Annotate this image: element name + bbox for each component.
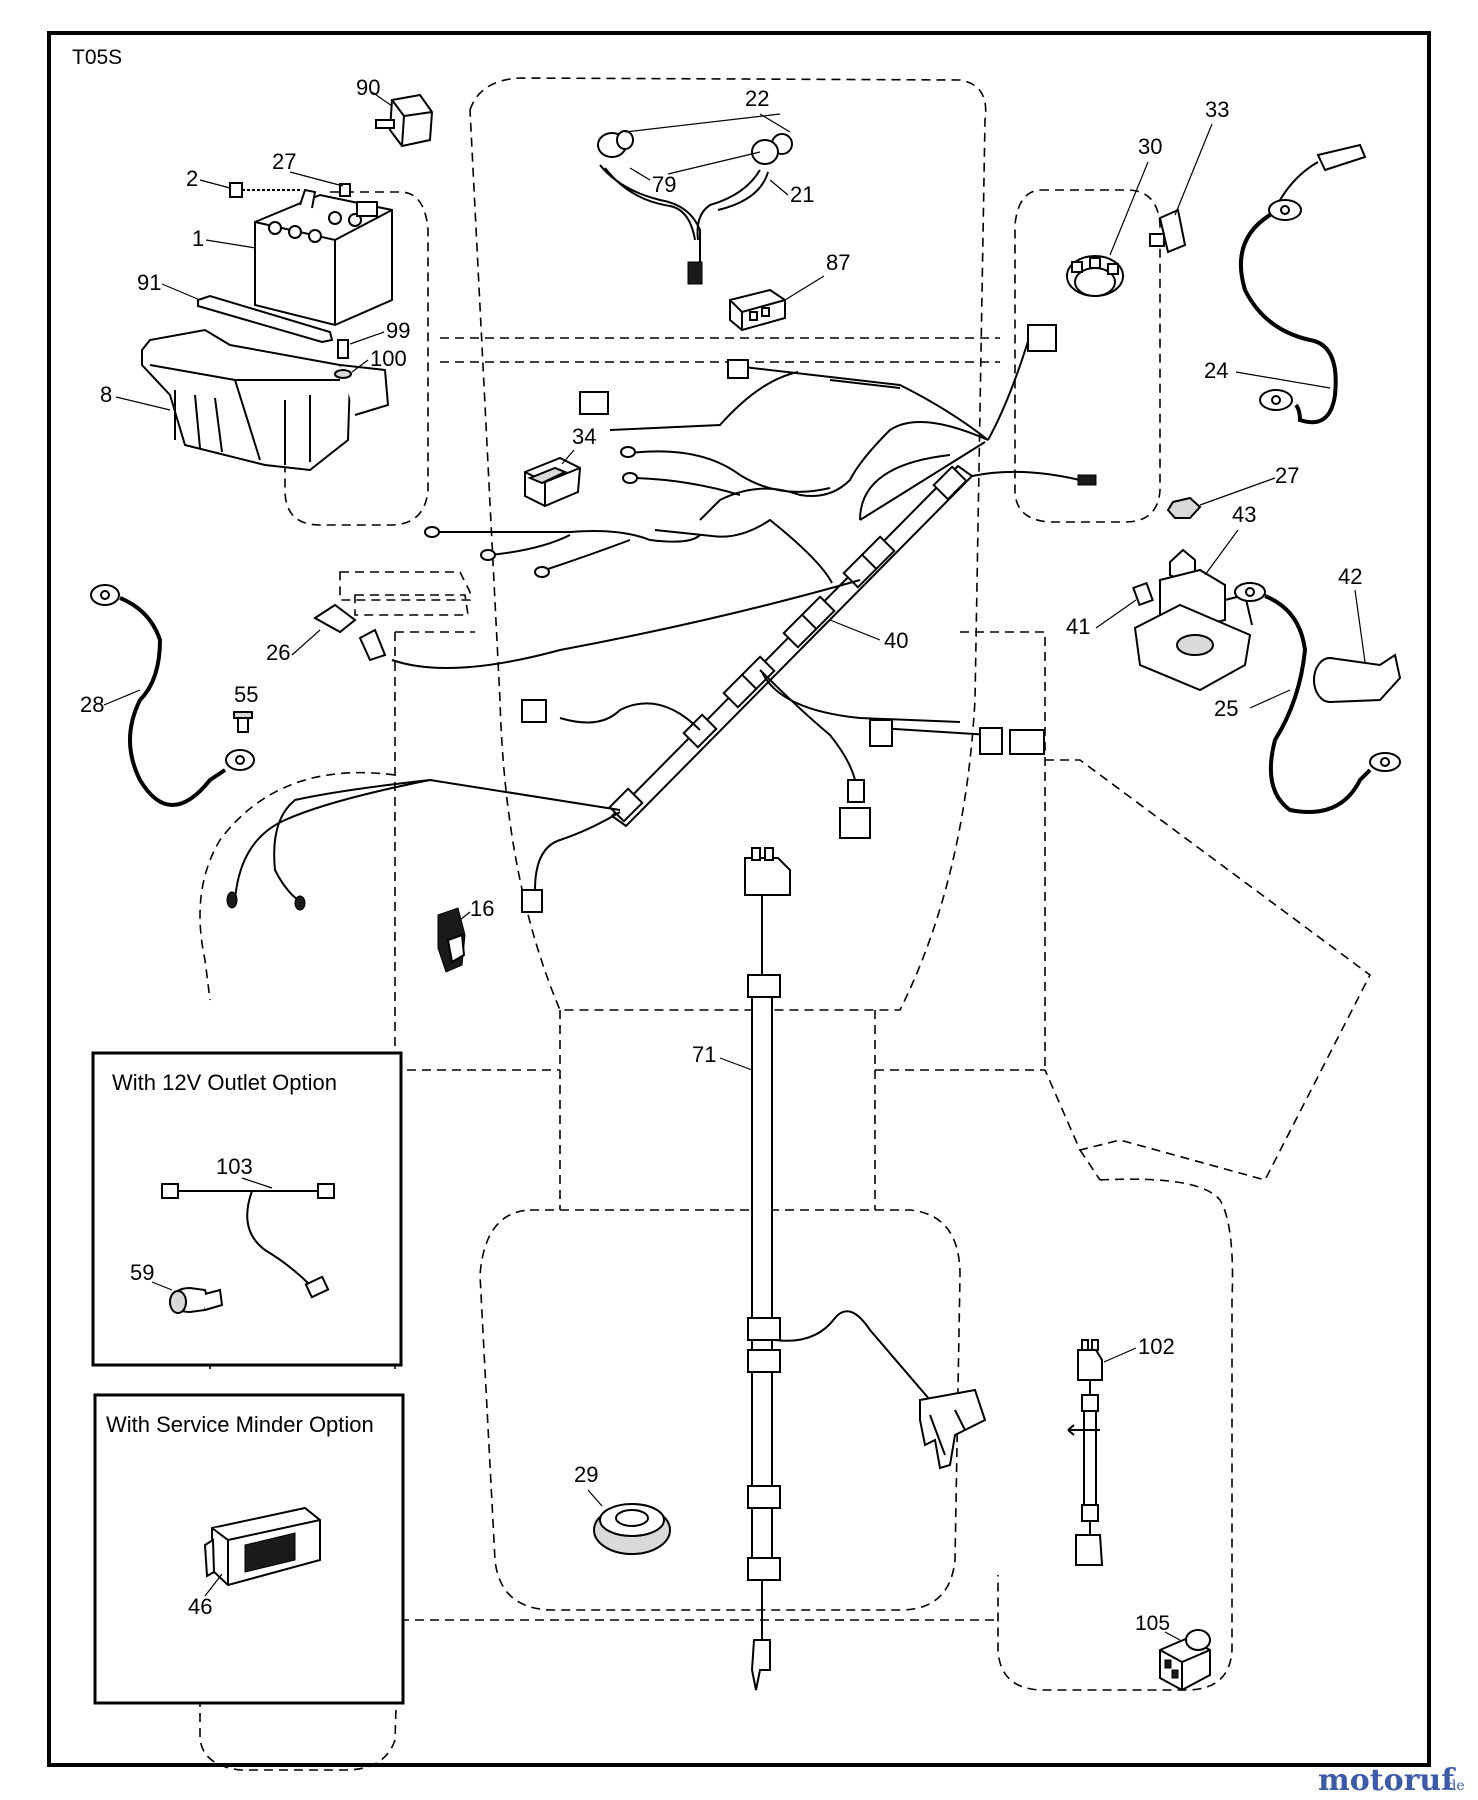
part-102-harness [1067, 1339, 1104, 1566]
part-label-8: 8 [100, 382, 112, 407]
part-label-91: 91 [137, 270, 161, 295]
inset-12v-outlet: With 12V Outlet Option [91, 1051, 403, 1367]
part-label-90: 90 [356, 75, 380, 100]
part-label-29: 29 [574, 1462, 598, 1487]
part-label-100: 100 [370, 346, 407, 371]
part-21-headlight-harness [597, 113, 793, 285]
part-label-28: 28 [80, 692, 104, 717]
part-label-102: 102 [1138, 1334, 1175, 1359]
part-label-30: 30 [1138, 134, 1162, 159]
part-label-24: 24 [1204, 358, 1228, 383]
part-label-42: 42 [1338, 564, 1362, 589]
part-label-2: 2 [186, 166, 198, 191]
part-41-bolt [1132, 581, 1154, 607]
part-label-16: 16 [470, 896, 494, 921]
part-8-battery-tray [141, 328, 390, 472]
inset-title-service-minder: With Service Minder Option [106, 1412, 374, 1437]
part-label-25: 25 [1214, 696, 1238, 721]
part-2-bolt [229, 182, 300, 198]
watermark-brand: motoruf [1318, 1763, 1456, 1798]
part-label-46: 46 [188, 1594, 212, 1619]
part-label-27b: 27 [1275, 463, 1299, 488]
part-87-relay [729, 288, 786, 332]
part-label-79: 79 [652, 172, 676, 197]
part-label-59: 59 [130, 1260, 154, 1285]
part-40-main-harness [226, 324, 1097, 913]
part-42-terminal-boot [1313, 653, 1402, 703]
part-30-ignition-switch [1066, 255, 1124, 297]
part-label-26: 26 [266, 640, 290, 665]
part-24-battery-cable [1238, 143, 1367, 425]
part-34-switch [524, 456, 582, 508]
part-27-nut-top [339, 183, 351, 197]
part-105-switch [1159, 1629, 1211, 1692]
part-16-switch [437, 907, 466, 973]
part-71-rear-harness [744, 847, 987, 1691]
part-label-87: 87 [826, 250, 850, 275]
part-label-1: 1 [192, 226, 204, 251]
part-label-71: 71 [692, 1042, 716, 1067]
inset-service-minder: With Service Minder Option [93, 1393, 405, 1705]
part-label-27a: 27 [272, 149, 296, 174]
part-91-strap [197, 294, 334, 344]
part-55-bolt [233, 711, 253, 733]
part-label-22: 22 [745, 86, 769, 111]
part-28-ground-cable [90, 584, 255, 807]
part-25-battery-cable [1234, 582, 1401, 814]
part-label-41: 41 [1066, 614, 1090, 639]
part-90-switch [371, 91, 434, 148]
diagram-frame [47, 31, 1431, 1767]
part-label-21: 21 [790, 182, 814, 207]
part-26-fuse-holder [313, 603, 387, 662]
part-27-nut [1166, 496, 1202, 519]
part-label-55: 55 [234, 682, 258, 707]
tractor-outline [199, 77, 1372, 1771]
part-label-34: 34 [572, 424, 596, 449]
part-label-43: 43 [1232, 502, 1256, 527]
part-label-40: 40 [884, 628, 908, 653]
part-43-solenoid [1133, 548, 1253, 692]
part-label-99: 99 [386, 318, 410, 343]
inset-title-12v: With 12V Outlet Option [112, 1070, 337, 1095]
part-1-battery [254, 188, 393, 327]
part-label-33: 33 [1205, 97, 1229, 122]
watermark-logo: motoruf .de [1318, 1763, 1465, 1798]
watermark-suffix: .de [1443, 1778, 1465, 1794]
part-label-105: 105 [1135, 1612, 1170, 1635]
part-99-bolt [334, 339, 352, 379]
part-29-grommet [593, 1503, 671, 1555]
part-label-103: 103 [216, 1154, 253, 1179]
diagram-code: T05S [72, 46, 122, 69]
part-33-key [1149, 208, 1187, 254]
